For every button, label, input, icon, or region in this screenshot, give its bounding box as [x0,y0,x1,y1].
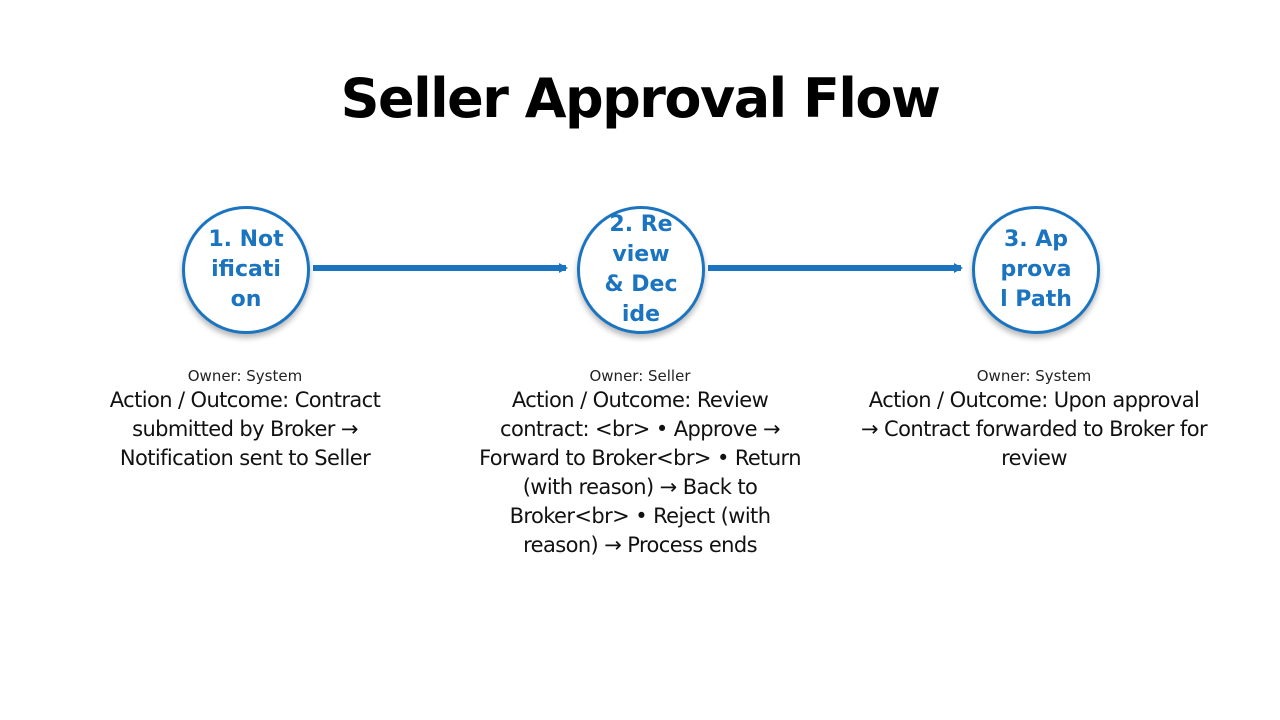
step-action-outcome: Action / Outcome: Review contract: <br> … [479,388,801,557]
step-node-review-decide: 2. Review & Decide [577,206,705,334]
step-owner: Owner: Seller [589,367,691,385]
step-node-label: 2. Review & Decide [604,212,678,327]
step-detail-approval-path: Owner: System Action / Outcome: Upon app… [858,366,1210,473]
page-title: Seller Approval Flow [340,67,941,130]
step-node-notification: 1. Notification [182,206,310,334]
step-node-label: 3. Approval Path [1000,227,1072,312]
step-owner: Owner: System [976,367,1092,385]
step-detail-review-decide: Owner: Seller Action / Outcome: Review c… [472,366,808,560]
step-action-outcome: Action / Outcome: Contract submitted by … [109,388,381,470]
step-action-outcome: Action / Outcome: Upon approval → Contra… [860,388,1208,470]
step-node-label: 1. Notification [208,227,284,312]
step-owner: Owner: System [187,367,303,385]
step-detail-notification: Owner: System Action / Outcome: Contract… [78,366,412,473]
step-node-approval-path: 3. Approval Path [972,206,1100,334]
